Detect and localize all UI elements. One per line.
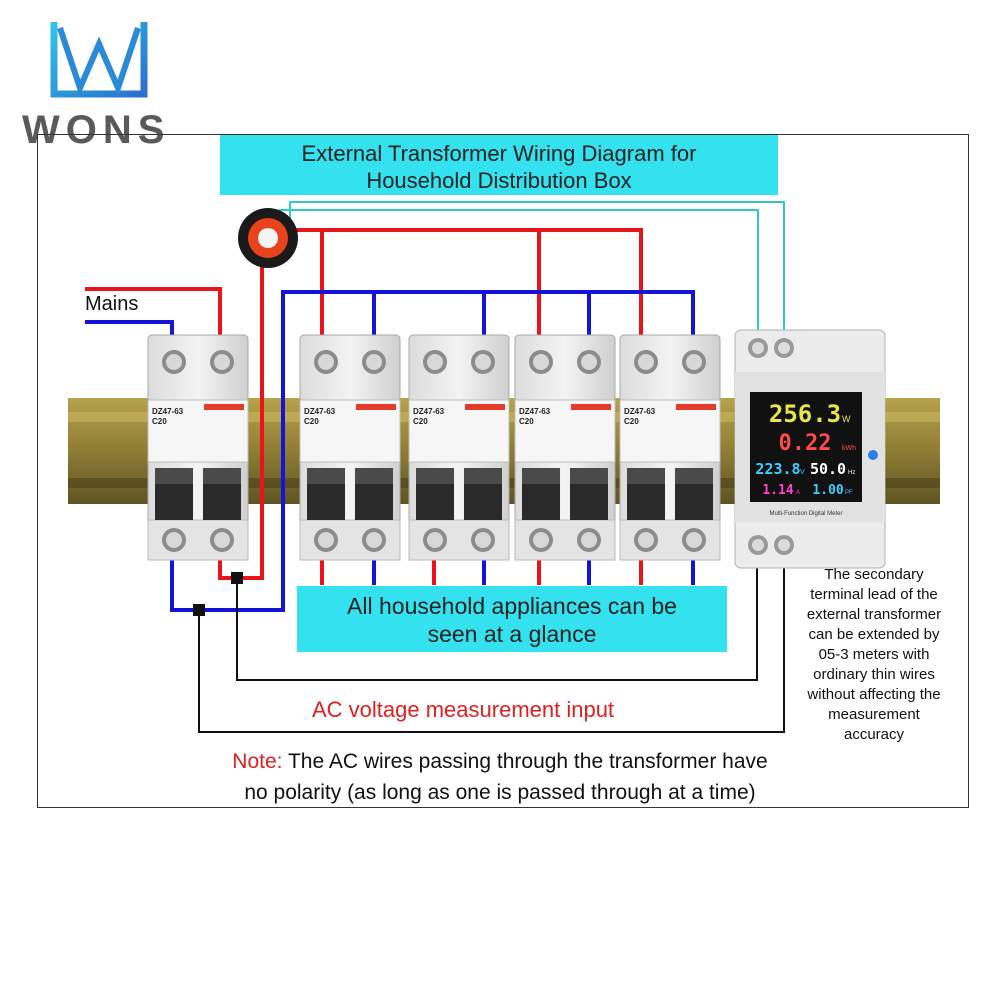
note-line-1: The AC wires passing through the transfo…: [282, 750, 768, 773]
current-transformer-icon: [238, 208, 298, 268]
side-note-line: ordinary thin wires: [813, 666, 935, 683]
ac-voltage-input-label: AC voltage measurement input: [312, 697, 615, 722]
breaker-rating: C20: [624, 417, 639, 426]
breaker-rating: C20: [413, 417, 428, 426]
title-box: External Transformer Wiring Diagram for …: [220, 135, 778, 195]
side-note-line: without affecting the: [807, 686, 941, 703]
voltage-measurement-wires: [193, 552, 785, 733]
appliances-line-1: All household appliances can be: [347, 593, 677, 619]
meter-reset-button-icon: [868, 450, 878, 460]
side-note-line: 05-3 meters with: [818, 646, 930, 663]
meter-energy-unit: kWh: [842, 445, 856, 452]
meter-frequency-unit: Hz: [848, 470, 855, 476]
breaker-group: DZ47-63C20DZ47-63C20DZ47-63C20DZ47-63C20…: [147, 334, 721, 561]
breaker-model: DZ47-63: [624, 407, 656, 416]
meter-energy: 0.22: [779, 431, 832, 456]
side-note-line: can be extended by: [808, 626, 940, 643]
meter-voltage: 223.8: [755, 460, 800, 478]
breaker-model: DZ47-63: [152, 407, 184, 416]
note-line-2: no polarity (as long as one is passed th…: [244, 781, 756, 804]
side-note-line: measurement: [828, 706, 920, 723]
note-key: Note:: [232, 750, 283, 773]
meter-current: 1.14: [762, 483, 793, 498]
meter-screen: [750, 392, 862, 502]
logo-text: WONS: [22, 108, 171, 152]
polarity-note: Note: The AC wires passing through the t…: [150, 746, 850, 808]
meter-frequency: 50.0: [810, 460, 846, 478]
side-note-line: external transformer: [806, 606, 942, 623]
side-note-line: terminal lead of the: [810, 586, 938, 603]
secondary-lead-note: The secondary terminal lead of the exter…: [788, 565, 960, 745]
diagram-frame: [37, 134, 969, 808]
breaker-rating: C20: [152, 417, 167, 426]
wons-w-logo-icon: [50, 22, 148, 98]
appliances-box: All household appliances can be seen at …: [297, 586, 727, 652]
side-note-line: accuracy: [843, 726, 905, 743]
breaker-model: DZ47-63: [304, 407, 336, 416]
title-line-2: Household Distribution Box: [366, 168, 632, 193]
breaker-rating: C20: [304, 417, 319, 426]
breaker-rating: C20: [519, 417, 534, 426]
meter-caption: Multi-Function Digital Meter: [769, 511, 842, 517]
breaker-model: DZ47-63: [519, 407, 551, 416]
breaker-model: DZ47-63: [413, 407, 445, 416]
mains-label: Mains: [85, 293, 139, 315]
digital-meter: 256.3 W 0.22 kWh 223.8 V 50.0 Hz 1.14 A …: [734, 329, 886, 569]
side-note-line: The secondary: [824, 566, 924, 583]
meter-power-unit: W: [842, 414, 851, 424]
title-line-1: External Transformer Wiring Diagram for: [301, 141, 697, 166]
meter-power-factor: 1.00: [812, 483, 843, 498]
meter-voltage-unit: V: [800, 469, 805, 476]
meter-power: 256.3: [769, 400, 841, 428]
meter-power-factor-unit: PF: [845, 490, 853, 496]
meter-current-unit: A: [796, 490, 800, 496]
appliances-line-2: seen at a glance: [427, 621, 597, 647]
transformer-signal-wires: [279, 201, 785, 340]
